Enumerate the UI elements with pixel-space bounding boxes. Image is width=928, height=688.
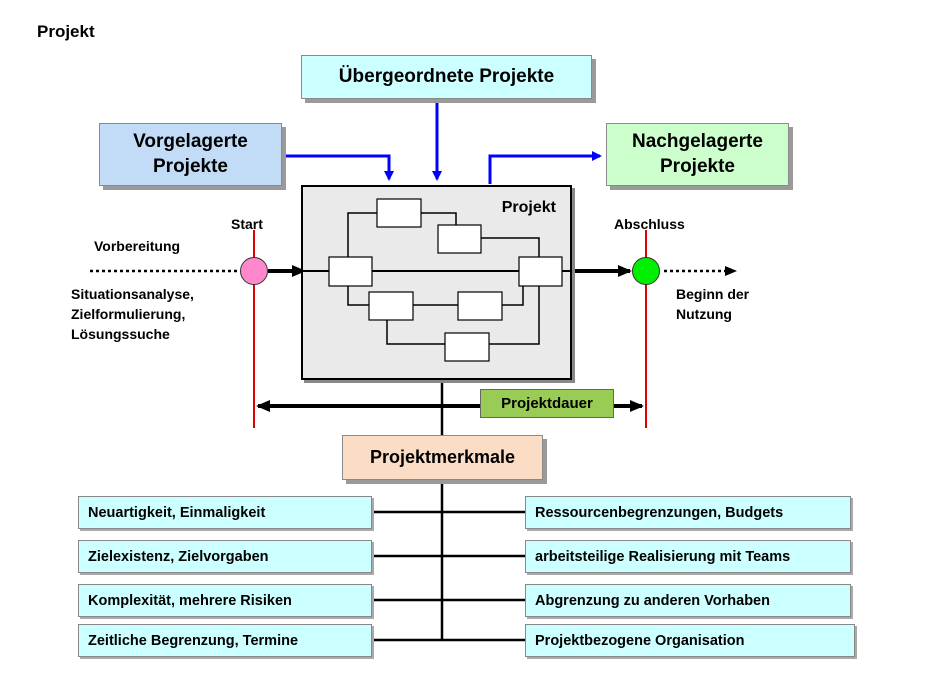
activity-line: Lösungssuche	[71, 326, 170, 342]
task-node	[328, 256, 373, 287]
feature-right: Abgrenzung zu anderen Vorhaben	[525, 584, 851, 617]
vorgelagerte-projekte-box: Vorgelagerte Projekte	[99, 123, 282, 186]
vorgelagerte-line-2: Projekte	[153, 155, 228, 177]
projekt-box: Projekt	[301, 185, 572, 380]
feature-left: Neuartigkeit, Einmaligkeit	[78, 496, 372, 529]
task-node	[518, 256, 563, 287]
projekt-network	[301, 198, 572, 362]
start-label: Start	[231, 216, 263, 232]
projekt-label: Projekt	[501, 199, 556, 216]
task-node	[437, 224, 482, 254]
feature-right: Ressourcenbegrenzungen, Budgets	[525, 496, 851, 529]
feature-right: arbeitsteilige Realisierung mit Teams	[525, 540, 851, 573]
feature-left: Komplexität, mehrere Risiken	[78, 584, 372, 617]
nachgelagerte-projekte-box: Nachgelagerte Projekte	[606, 123, 789, 186]
task-node	[368, 291, 414, 321]
arrow-vorgelagert	[282, 154, 394, 181]
feature-left: Zeitliche Begrenzung, Termine	[78, 624, 372, 657]
feature-right: Projektbezogene Organisation	[525, 624, 855, 657]
page-title: Projekt	[37, 22, 95, 41]
projektdauer-label: Projektdauer	[480, 389, 614, 418]
uebergeordnete-projekte-box: Übergeordnete Projekte	[301, 55, 592, 99]
nachgelagerte-line-1: Nachgelagerte	[632, 130, 763, 152]
vorgelagerte-line-1: Vorgelagerte	[133, 130, 248, 152]
nachgelagerte-line-2: Projekte	[660, 155, 735, 177]
task-node	[457, 291, 503, 321]
abschluss-milestone-circle	[632, 257, 660, 285]
abschluss-label: Abschluss	[614, 216, 685, 232]
vorbereitung-activities: Situationsanalyse, Zielformulierung, Lös…	[71, 284, 194, 344]
activity-line: Nutzung	[676, 306, 732, 322]
task-node	[376, 198, 422, 228]
activity-line: Beginn der	[676, 286, 750, 302]
feature-left: Zielexistenz, Zielvorgaben	[78, 540, 372, 573]
nutzung-activities: Beginn der Nutzung	[676, 284, 749, 324]
start-milestone-circle	[240, 257, 268, 285]
arrow-nachgelagert	[488, 151, 602, 184]
activity-line: Zielformulierung,	[71, 306, 186, 322]
activity-line: Situationsanalyse,	[71, 286, 194, 302]
projektmerkmale-box: Projektmerkmale	[342, 435, 543, 480]
vorbereitung-label: Vorbereitung	[94, 238, 181, 254]
task-node	[444, 332, 490, 362]
